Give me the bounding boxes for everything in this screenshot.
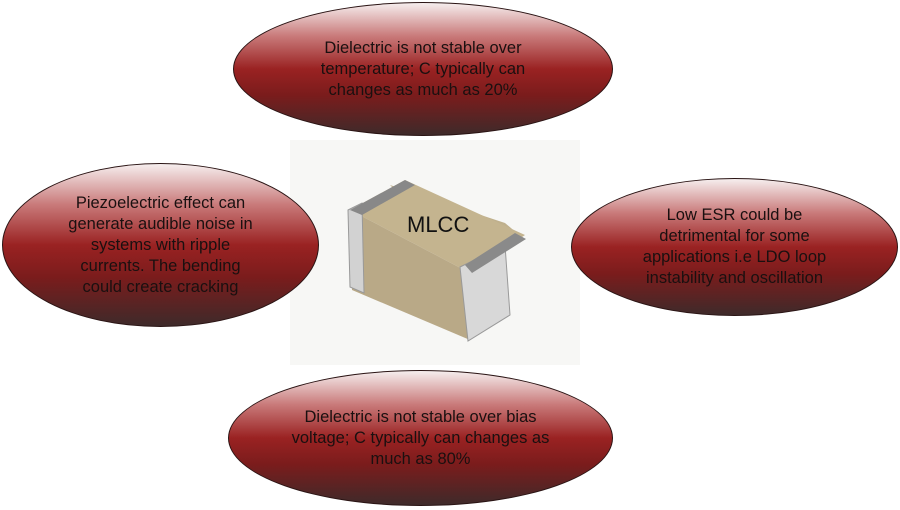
- bubble-text: Piezoelectric effect can generate audibl…: [68, 193, 253, 296]
- bubble-text: Low ESR could be detrimental for some ap…: [642, 206, 827, 287]
- bubble-text: Dielectric is not stable over bias volta…: [291, 407, 550, 468]
- mlcc-label: MLCC: [407, 212, 470, 237]
- bubble-low-esr: Low ESR could be detrimental for some ap…: [571, 178, 898, 316]
- bubble-piezoelectric-effect: Piezoelectric effect can generate audibl…: [2, 163, 319, 327]
- bubble-bias-voltage-stability: Dielectric is not stable over bias volta…: [228, 370, 613, 506]
- bubble-text: Dielectric is not stable over temperatur…: [320, 38, 526, 99]
- chip-top: [350, 180, 525, 273]
- mlcc-capacitor-image: [347, 180, 526, 342]
- right-terminal-top: [465, 233, 526, 273]
- chip-front: [350, 210, 470, 340]
- left-terminal: [347, 202, 365, 294]
- bubble-temperature-stability: Dielectric is not stable over temperatur…: [233, 2, 613, 136]
- left-terminal-top: [350, 180, 415, 215]
